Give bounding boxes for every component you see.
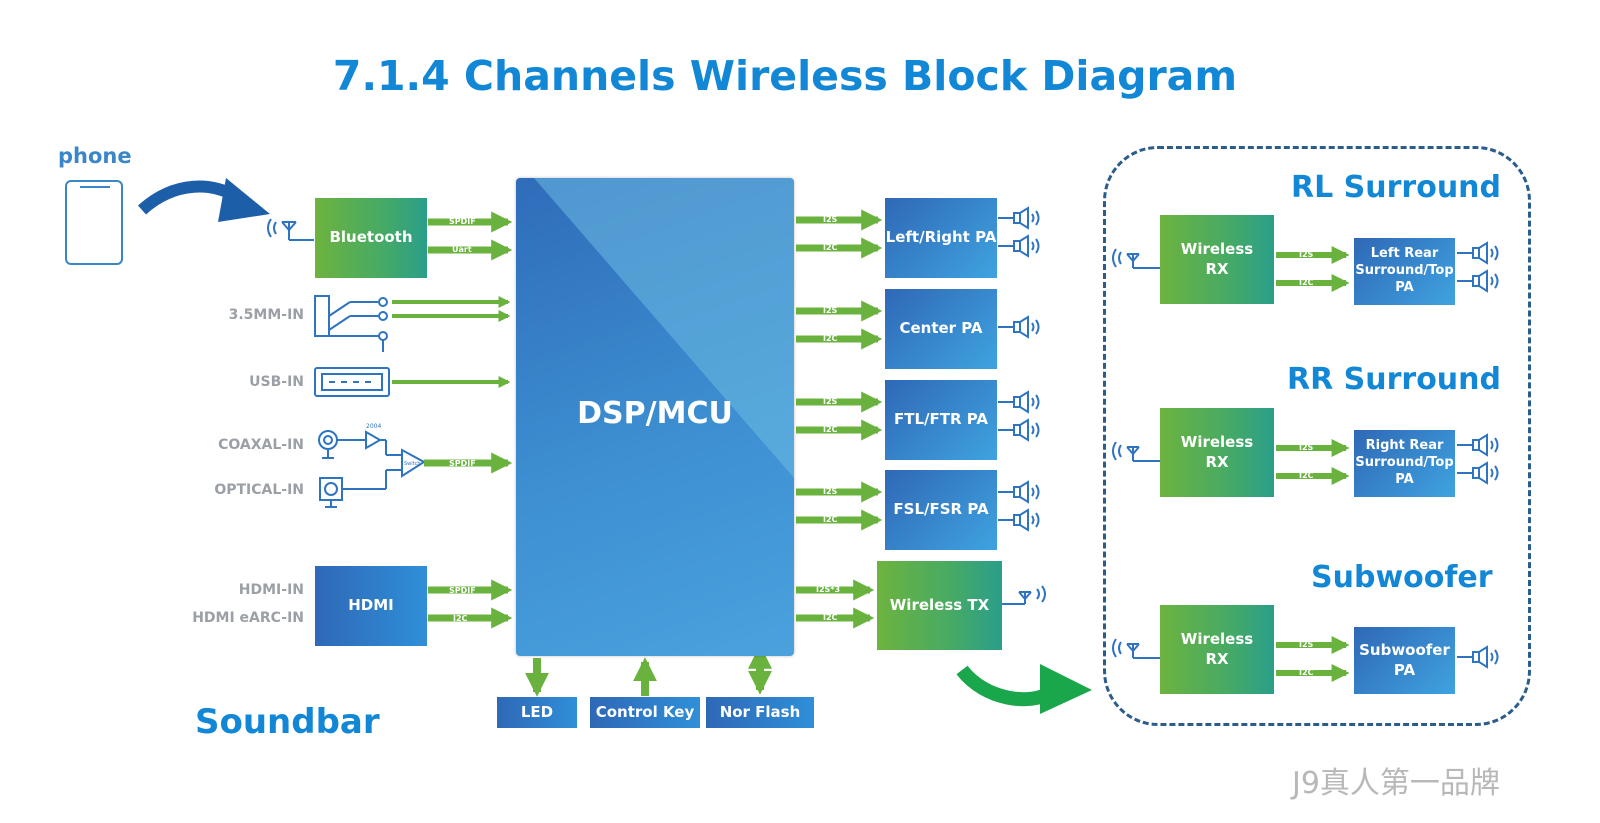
dsp-highlight [534,178,794,478]
watermark: J9真人第一品牌 [1292,766,1500,801]
center-pa-block: Center PA [885,289,997,369]
coax-in-label: COAXAL-IN [218,437,304,453]
left-right-pa-block: Left/Right PA [885,198,997,278]
hdmi-in-label: HDMI-IN [238,582,304,598]
sig-ftl-i2s: I2S [823,397,838,406]
rr-rx-antenna-icon [1112,441,1160,462]
sig-bt-spdif: SPDIF [449,217,476,226]
wireless-speakers-region [1103,146,1531,726]
ftl-pa-speaker-icon [998,418,1040,442]
fsl-pa-speaker-icon [998,480,1040,504]
usb-port-icon [314,367,390,397]
wireless-tx-block: Wireless TX [877,561,1002,650]
sig-ftl-i2c: I2C [823,425,838,434]
phone-speaker-bar [80,186,110,188]
sig-lr-i2s: I2S [823,215,838,224]
chip-switch-label: Switch [404,461,421,467]
sig-lr-i2c: I2C [823,243,838,252]
ftl-ftr-pa-block: FTL/FTR PA [885,380,997,460]
fsl-fsr-pa-block: FSL/FSR PA [885,470,997,550]
dsp-mcu-block: DSP/MCU [516,178,794,656]
sig-sub-i2s: I2S [1299,640,1314,649]
rr-surround-title: RR Surround [1287,362,1501,397]
rr-wireless-rx-block: Wireless RX [1160,408,1274,497]
subwoofer-title: Subwoofer [1311,560,1493,595]
rl-pa-speaker-icon [1457,269,1499,293]
hdmi-block: HDMI [315,566,427,646]
rl-surround-title: RL Surround [1291,170,1502,205]
rl-wireless-rx-block: Wireless RX [1160,215,1274,304]
bluetooth-block: Bluetooth [315,198,427,278]
diagram-title: 7.1.4 Channels Wireless Block Diagram [332,52,1238,100]
control-key-block: Control Key [590,697,700,728]
fsl-pa-speaker-icon [998,508,1040,532]
sig-c-i2s: I2S [823,306,838,315]
jack-3-5mm-icon [314,295,388,352]
sig-hdmi-i2c: I2C [453,614,468,623]
sig-coax-spdif: SPDIF [449,459,476,468]
sig-tx-i2c: I2C [823,613,838,622]
phone-to-bluetooth-arrowhead [218,178,270,222]
soundbar-label: Soundbar [195,702,380,742]
sig-bt-uart: Uart [452,245,472,254]
chip-2004-label: 2004 [366,423,381,430]
sig-fsl-i2s: I2S [823,487,838,496]
sig-rl-i2s: I2S [1299,250,1314,259]
rl-pa-block: Left Rear Surround/Top PA [1354,238,1455,305]
sub-rx-antenna-icon [1112,638,1160,659]
led-block: LED [497,697,577,728]
subwoofer-pa-block: Subwoofer PA [1354,627,1455,694]
phone-label: phone [58,144,132,168]
rr-pa-speaker-icon [1457,433,1499,457]
sub-pa-speaker-icon [1457,645,1499,669]
optical-in-label: OPTICAL-IN [214,482,304,498]
rl-pa-speaker-icon [1457,241,1499,265]
sub-wireless-rx-block: Wireless RX [1160,605,1274,694]
sig-rl-i2c: I2C [1299,278,1314,287]
bluetooth-antenna-icon [267,218,314,241]
rr-pa-speaker-icon [1457,461,1499,485]
sig-sub-i2c: I2C [1299,668,1314,677]
sig-fsl-i2c: I2C [823,515,838,524]
usb-in-label: USB-IN [249,374,304,390]
nor-flash-block: Nor Flash [706,697,814,728]
jack-3-5mm-label: 3.5MM-IN [228,307,304,323]
center-pa-speaker-icon [998,315,1040,339]
phone-icon [65,180,123,265]
tx-to-remote-arrow [956,665,1056,707]
wireless-tx-antenna-icon [1002,585,1046,605]
rl-rx-antenna-icon [1112,248,1160,269]
sig-c-i2c: I2C [823,334,838,343]
lr-pa-speaker-icon [998,206,1040,230]
lr-pa-speaker-icon [998,234,1040,258]
sig-rr-i2c: I2C [1299,471,1314,480]
rr-pa-block: Right Rear Surround/Top PA [1354,430,1455,497]
hdmi-earc-in-label: HDMI eARC-IN [192,610,304,626]
coax-optical-switch-icon [318,430,426,508]
dsp-mcu-label: DSP/MCU [577,396,733,431]
sig-rr-i2s: I2S [1299,443,1314,452]
sig-hdmi-spdif: SPDIF [449,586,476,595]
ftl-pa-speaker-icon [998,390,1040,414]
sig-tx-i2s3: I2S*3 [816,585,840,594]
tx-to-remote-arrowhead [1040,664,1092,714]
